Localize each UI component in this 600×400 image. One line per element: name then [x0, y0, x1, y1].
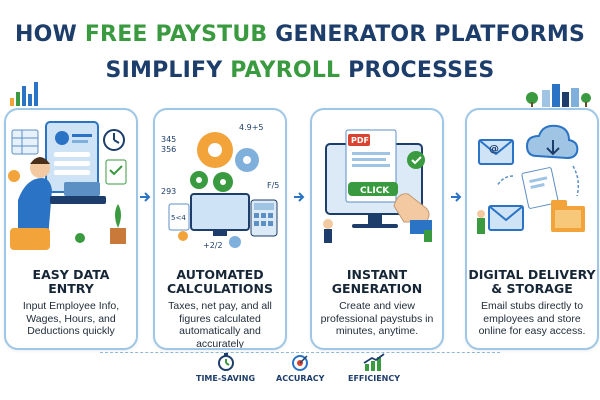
card-title-line-2: & STORAGE — [491, 281, 573, 296]
card-automated-calculations: 345 356 4.9+5 293 F/5 +2/2 5<4 AUTOMATED… — [153, 108, 287, 350]
card-digital-delivery-storage: @ DIGITAL DELIVERY & STORAGE Email stubs… — [465, 108, 599, 350]
bottom-dashed-divider — [100, 352, 500, 353]
stopwatch-icon — [217, 353, 234, 371]
benefit-label: EFFICIENCY — [348, 374, 401, 383]
calc-number-text: 356 — [161, 145, 176, 154]
delivery-illustration-icon: @ — [477, 124, 585, 234]
card-instant-generation: PDF CLICK INSTANT GENERATION Create and … — [310, 108, 444, 350]
growth-chart-icon — [363, 353, 385, 371]
card-title: INSTANT GENERATION — [312, 268, 442, 296]
calc-number-text: 4.9+5 — [239, 123, 264, 132]
city-skyline-decoration-icon — [526, 84, 591, 107]
benefit-time-saving: TIME-SAVING — [196, 352, 255, 383]
card-description: Input Employee Info, Wages, Hours, and D… — [22, 300, 120, 337]
benefit-accuracy: ACCURACY — [276, 352, 324, 383]
card-easy-data-entry: EASY DATA ENTRY Input Employee Info, Wag… — [4, 108, 138, 350]
calc-number-text: 5<4 — [171, 214, 186, 222]
title-line-1-post: GENERATOR PLATFORMS — [267, 22, 585, 47]
card-title-line-2: GENERATION — [331, 281, 423, 296]
card-title: AUTOMATED CALCULATIONS — [155, 268, 285, 296]
benefit-label: TIME-SAVING — [196, 374, 256, 383]
card-title-line-1: AUTOMATED — [176, 267, 264, 282]
data-entry-illustration-icon — [8, 121, 127, 250]
arrow-right-icon — [140, 192, 151, 202]
title-line-2-pre: SIMPLIFY — [105, 58, 231, 83]
target-icon — [292, 355, 309, 371]
card-description: Email stubs directly to employees and st… — [478, 300, 586, 337]
card-title-line-1: EASY DATA — [32, 267, 110, 282]
card-title: EASY DATA ENTRY — [6, 268, 136, 296]
click-label-text: CLICK — [360, 186, 390, 196]
calc-number-text: F/5 — [267, 181, 279, 190]
arrow-right-icon — [294, 192, 305, 202]
card-title-line-2: CALCULATIONS — [166, 281, 274, 296]
title-line-2-post: PROCESSES — [340, 58, 495, 83]
calc-number-text: 345 — [161, 135, 176, 144]
benefit-label: ACCURACY — [276, 374, 325, 383]
title-line-2: SIMPLIFY PAYROLL PROCESSES — [0, 58, 600, 83]
calculations-illustration-icon: 345 356 4.9+5 293 F/5 +2/2 5<4 — [161, 123, 279, 250]
calc-number-text: +2/2 — [203, 241, 223, 250]
title-line-1-accent: FREE PAYSTUB — [84, 22, 268, 47]
card-title-line-2: ENTRY — [48, 281, 94, 296]
benefit-efficiency: EFFICIENCY — [348, 352, 400, 383]
card-description: Taxes, net pay, and all figures calculat… — [168, 300, 272, 350]
calc-number-text: 293 — [161, 187, 176, 196]
title-line-1: HOW FREE PAYSTUB GENERATOR PLATFORMS — [0, 22, 600, 47]
svg-text:@: @ — [489, 144, 499, 155]
bar-chart-decoration-icon — [10, 82, 38, 106]
card-title: DIGITAL DELIVERY & STORAGE — [467, 268, 597, 296]
title-line-1-pre: HOW — [14, 22, 85, 47]
arrow-right-icon — [451, 192, 462, 202]
card-description: Create and view professional paystubs in… — [320, 300, 434, 337]
card-title-line-1: DIGITAL DELIVERY — [468, 267, 596, 282]
generation-illustration-icon: PDF CLICK — [323, 129, 432, 243]
title-line-2-accent: PAYROLL — [230, 58, 341, 83]
pdf-label-text: PDF — [351, 136, 369, 145]
card-title-line-1: INSTANT — [346, 267, 408, 282]
